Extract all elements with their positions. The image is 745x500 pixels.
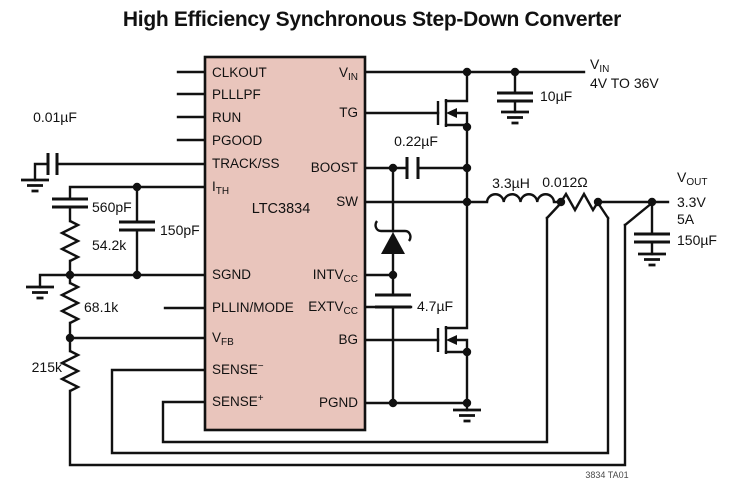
pin-extvcc: EXTVCC [308,299,358,317]
pin-plllpf: PLLLPF [212,87,261,102]
pin-vfb: VFB [212,330,234,348]
svg-text:3.3V: 3.3V [677,194,706,210]
pin-pgnd: PGND [319,395,358,410]
ic-body [203,55,367,432]
resistor-68k1 [59,281,81,325]
label-ss-cap: 0.01µF [33,109,77,125]
pin-bg: BG [338,332,358,347]
pin-track-ss: TRACK/SS [212,156,280,171]
nmos-top [436,99,457,127]
ic-ltc3834: LTC3834 CLKOUT PLLLPF RUN PGOOD TRACK/SS… [203,55,367,432]
label-fb-res-upper: 68.1k [84,299,119,315]
label-comp-res: 54.2k [92,237,127,253]
label-output-cap: 150µF [677,232,717,248]
pin-intvcc: INTVCC [313,267,358,285]
label-input-cap: 10µF [540,88,572,104]
svg-text:VIN: VIN [590,56,609,75]
label-comp-cap: 560pF [92,199,132,215]
resistor-215k [59,349,81,393]
ic-name: LTC3834 [252,201,311,217]
vout-terminal: VOUT 3.3V 5A [677,169,707,227]
label-comp-cap2: 150pF [160,222,200,238]
pin-sense-minus: SENSE− [212,361,264,377]
junction-dots [65,67,657,408]
pin-clkout: CLKOUT [212,65,267,80]
label-inductor: 3.3µH [492,175,530,191]
pin-sgnd: SGND [212,267,251,282]
pin-run: RUN [212,110,241,125]
pin-pllin-mode: PLLIN/MODE [212,300,294,315]
resistor-sense [559,191,600,213]
capacitor-plates [46,91,670,309]
figure-note: 3834 TA01 [585,470,628,480]
nmos-bottom [436,326,457,354]
page-title: High Efficiency Synchronous Step-Down Co… [123,8,621,31]
ground-symbol [26,285,54,300]
ground-symbol [453,408,481,423]
label-vcc-cap: 4.7µF [417,298,453,314]
pin-ith: ITH [212,179,229,197]
pin-vin: VIN [339,65,358,83]
ground-symbol [638,252,666,267]
svg-text:5A: 5A [677,211,695,227]
pin-pgood: PGOOD [212,133,263,148]
inductor-symbol [485,193,556,203]
resistor-54k2 [59,219,81,263]
pin-boost: BOOST [311,160,358,175]
svg-text:4V TO 36V: 4V TO 36V [590,75,659,91]
ground-symbol [501,110,529,125]
pin-sw: SW [336,194,358,209]
pin-sense-plus: SENSE+ [212,393,264,409]
label-fb-res-lower: 215k [32,359,63,375]
ground-symbol [21,178,49,193]
pin-tg: TG [339,105,358,120]
label-boost-cap: 0.22µF [394,133,438,149]
label-sense-res: 0.012Ω [542,174,588,190]
svg-text:VOUT: VOUT [677,169,707,188]
boost-diode [374,220,412,254]
vin-terminal: VIN 4V TO 36V [590,56,659,91]
